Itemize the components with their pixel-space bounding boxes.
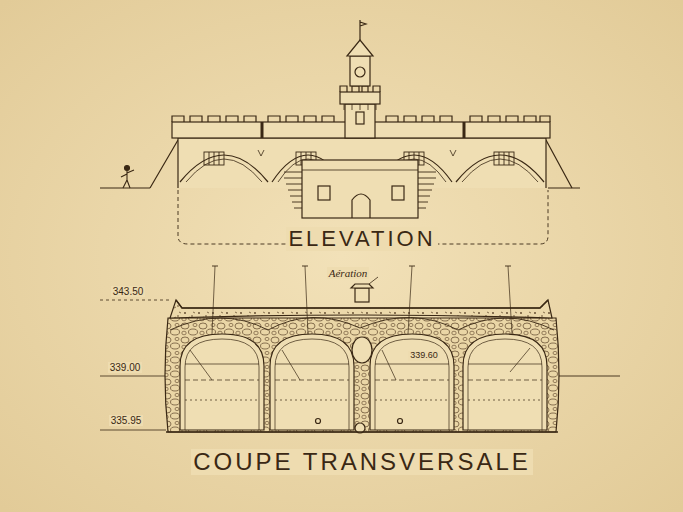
stairs [284,172,436,208]
elevation-view [344,104,376,110]
door [352,194,370,218]
barred-window [499,152,509,165]
vault [463,334,547,430]
drain [316,419,321,424]
clock-turret [350,56,370,86]
aeration-chimney [355,288,369,302]
floor-line [166,431,558,432]
human-figure [121,166,134,189]
flag [360,20,366,40]
vault-inner [185,400,542,401]
extrados [170,317,554,330]
elevation-view [302,170,418,171]
vault-inner [185,339,259,430]
vault-inner [185,364,542,365]
vault [180,334,264,430]
elevation-view [100,20,580,244]
vault [180,334,547,430]
tower-crenellation [340,86,380,92]
level-dimension: 343.50 [111,286,146,297]
earth-cover [170,300,552,318]
vault [270,334,354,430]
ornament [258,150,456,156]
view-title: ELEVATION [286,227,437,251]
air-duct [352,337,372,363]
vault [370,334,454,430]
cross-section-view [100,266,620,433]
vault-inner [375,339,449,430]
tower-window [356,112,364,124]
masonry [165,318,559,432]
entrance-window [318,186,330,200]
level-dimension: 339.00 [108,362,143,373]
barred-window [209,152,219,165]
entrance-block [302,160,418,218]
drain [398,419,403,424]
leader-line [212,266,512,334]
barred-window [204,152,224,165]
level-line [100,376,168,430]
entrance-window [392,186,404,200]
vault-inner [275,339,349,430]
view-title: COUPE TRANSVERSALE [191,449,533,475]
machicolation [340,92,380,104]
vault-inner [185,380,542,381]
clock [355,67,365,77]
human-figure [121,170,134,188]
barred-window [494,152,514,165]
callout-note: Aération [327,267,370,279]
level-dimension: 335.95 [109,415,144,426]
human-figure [125,166,130,171]
vault-inner [468,339,542,430]
tower [345,104,375,138]
turret-roof [347,40,373,56]
leader-line [369,277,378,284]
level-line [100,300,172,301]
cross-section-view [351,284,373,288]
level-dimension: 339.60 [408,351,440,361]
